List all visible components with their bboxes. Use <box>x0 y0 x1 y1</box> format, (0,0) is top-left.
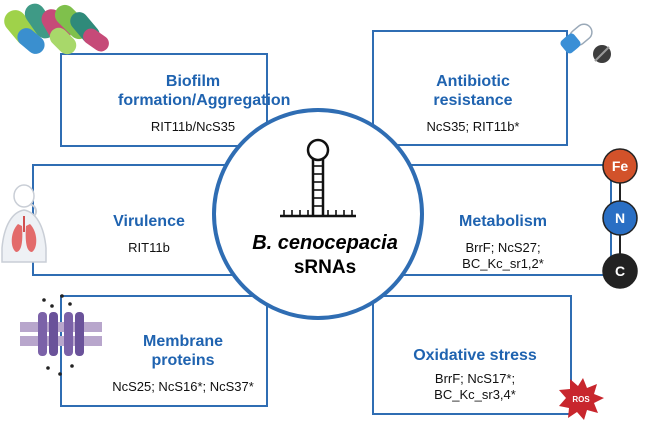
antibiotic-panel <box>372 30 568 146</box>
oxidative-panel <box>372 295 572 415</box>
srna-hairpin-icon <box>280 138 356 218</box>
metabolism-text: Metabolism BrrF; NcS27; BC_Kc_sr1,2* <box>428 212 578 272</box>
antibiotic-genes: NcS35; RIT11b* <box>426 119 520 134</box>
center-subtitle: sRNAs <box>293 257 357 278</box>
virulence-genes: RIT11b <box>128 240 170 255</box>
c-circle <box>602 253 638 289</box>
fe-circle <box>602 148 638 184</box>
n-label: N <box>614 210 626 226</box>
pills-icon <box>4 3 109 55</box>
biofilm-panel <box>60 53 268 147</box>
lungs-person-icon <box>1 184 47 263</box>
ros-burst-icon <box>559 378 604 420</box>
membrane-text: Membrane proteins NcS25; NcS16*; NcS37* <box>95 332 271 395</box>
oxidative-title: Oxidative stress <box>413 347 537 364</box>
virulence-text: Virulence RIT11b <box>84 212 214 256</box>
element-chain <box>602 148 638 289</box>
ros-label: ROS <box>572 395 590 404</box>
membrane-genes: NcS25; NcS16*; NcS37* <box>112 379 254 394</box>
c-label: C <box>614 263 626 279</box>
biofilm-title: Biofilm formation/Aggregation <box>118 73 291 109</box>
oxidative-genes: BrrF; NcS17*; BC_Kc_sr3,4* <box>434 371 516 402</box>
fe-label: Fe <box>611 158 629 174</box>
membrane-protein-icon <box>20 294 102 376</box>
capsule-icon <box>560 23 611 63</box>
antibiotic-title: Antibiotic resistance <box>433 73 513 109</box>
center-circle <box>212 108 424 320</box>
center-title: B. cenocepacia <box>252 232 398 254</box>
metabolism-genes: BrrF; NcS27; BC_Kc_sr1,2* <box>462 240 544 271</box>
membrane-panel <box>60 295 268 407</box>
virulence-title: Virulence <box>113 213 185 230</box>
biofilm-genes: RIT11b/NcS35 <box>150 119 236 134</box>
n-circle <box>602 200 638 236</box>
center-text: B. cenocepacia sRNAs <box>225 232 425 279</box>
biofilm-text: Biofilm formation/Aggregation RIT11b/NcS… <box>118 72 291 135</box>
membrane-title: Membrane proteins <box>142 333 224 369</box>
metabolism-title: Metabolism <box>458 213 547 230</box>
oxidative-text: Oxidative stress BrrF; NcS17*; BC_Kc_sr3… <box>400 346 550 403</box>
antibiotic-text: Antibiotic resistance NcS35; RIT11b* <box>418 72 528 135</box>
